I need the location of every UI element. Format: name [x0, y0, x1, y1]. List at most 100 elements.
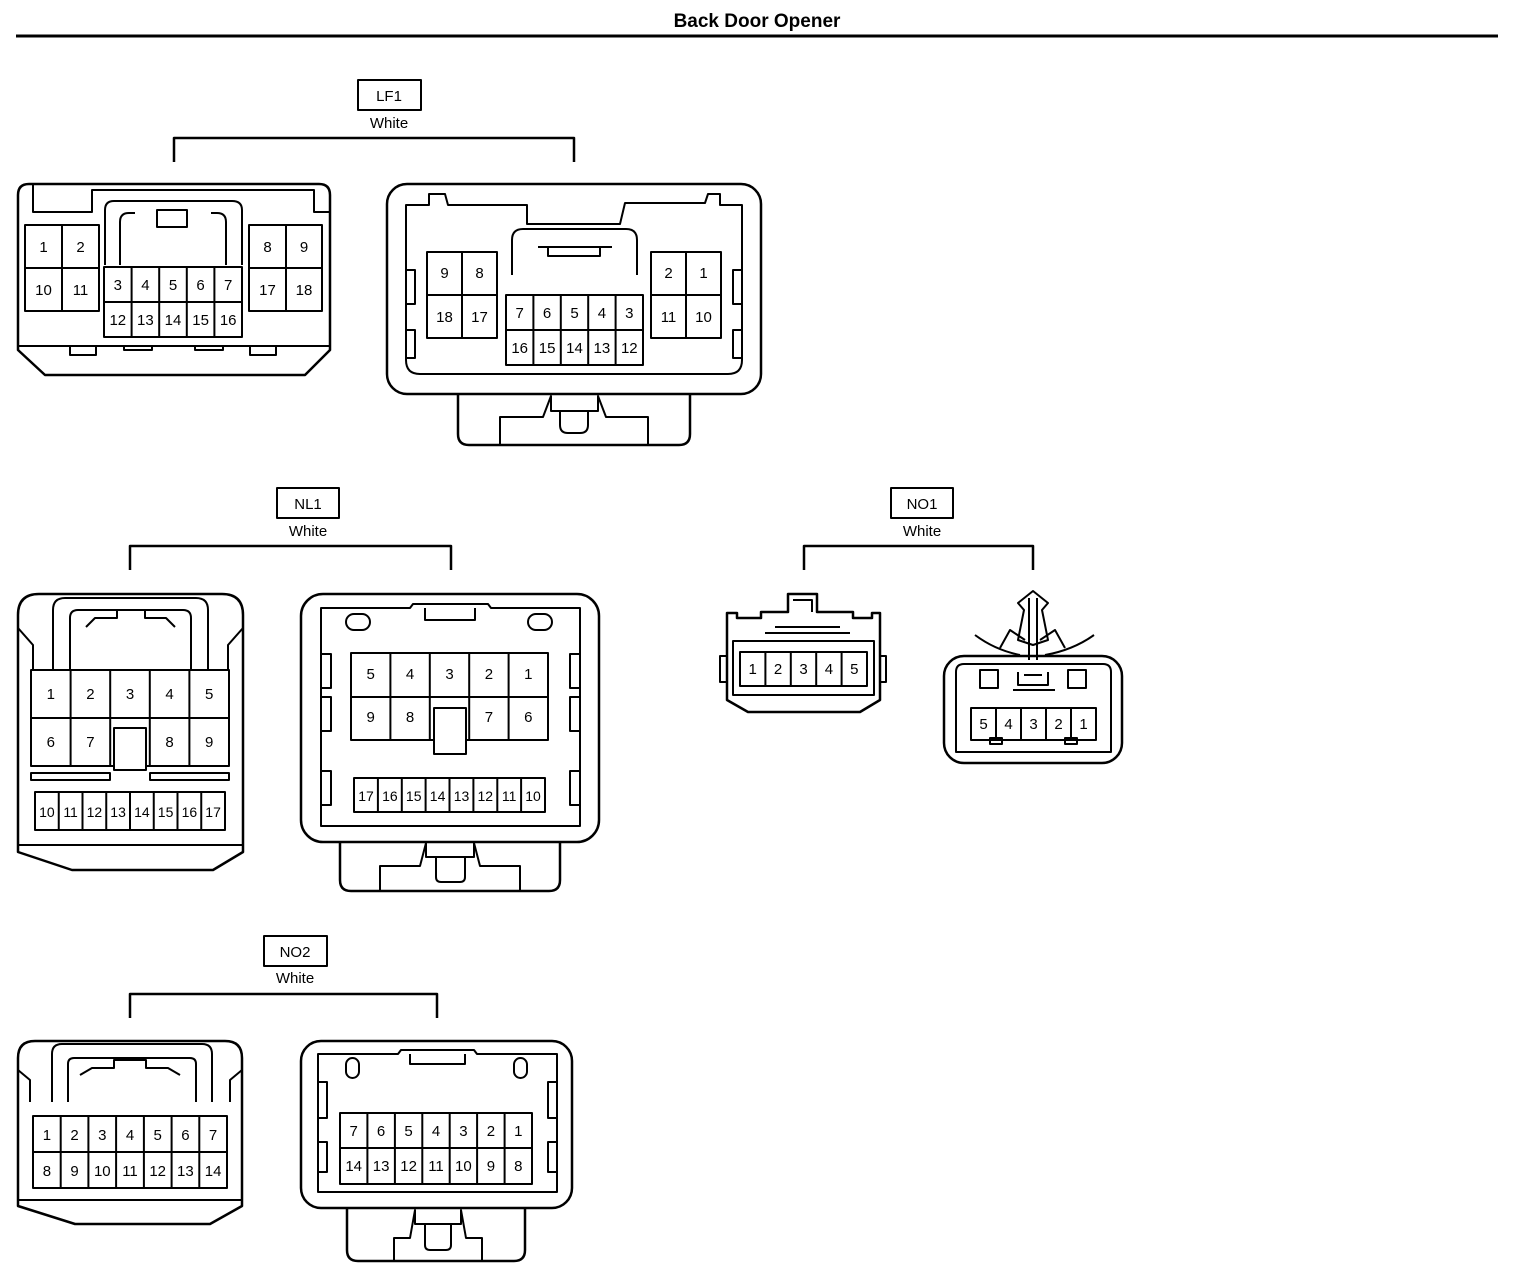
- pin-label: 13: [177, 1163, 194, 1180]
- divider-bar: [149, 772, 230, 781]
- connector-no2: NO2 White 1 2 3: [16, 935, 574, 1263]
- housing-outline: [16, 592, 245, 872]
- housing-outline: [16, 1039, 244, 1226]
- pin-label: 10: [525, 788, 541, 804]
- side-rib: [320, 653, 332, 689]
- pin-label: 1: [1079, 716, 1087, 733]
- pin-label: 3: [114, 277, 122, 294]
- pin-label: 9: [367, 709, 375, 726]
- pin-label: 6: [196, 277, 204, 294]
- locking-tab: [52, 597, 209, 670]
- pin-label: 18: [436, 309, 453, 326]
- pin-label: 2: [70, 1127, 78, 1144]
- housing-shoulder: [17, 1069, 243, 1102]
- pin-label: 5: [169, 277, 177, 294]
- pin-label: 16: [511, 340, 528, 357]
- pin-label: 14: [165, 312, 182, 329]
- pin-label: 14: [430, 788, 446, 804]
- housing-inner: [405, 193, 743, 375]
- lock-window: [979, 669, 999, 689]
- connector-code: NO1: [907, 496, 938, 513]
- connector-code: NO2: [280, 944, 311, 961]
- housing-flange: [719, 655, 887, 683]
- pin-label: 15: [539, 340, 556, 357]
- side-rib: [569, 696, 581, 732]
- connector-no1: NO1 White 1 2 3 4 5: [719, 487, 1124, 765]
- pin-label: 3: [126, 686, 134, 703]
- connector-nl1: NL1 White: [16, 487, 601, 893]
- pin-label: 16: [182, 804, 198, 820]
- pin-label: 17: [205, 804, 221, 820]
- pin-label: 11: [73, 282, 89, 299]
- connector-lf1-right: 9 8 18 17 2 1 11 10 7 6 5 4 3 16 15 14 1…: [385, 182, 763, 447]
- locking-tab: [51, 1043, 213, 1102]
- pin-label: 9: [440, 265, 448, 282]
- side-rib: [405, 269, 416, 305]
- key-notch: [989, 737, 1003, 745]
- pin-label: 13: [373, 1158, 390, 1175]
- latch: [409, 1054, 466, 1065]
- connector-code: LF1: [376, 88, 402, 105]
- side-rib: [317, 1141, 328, 1173]
- pin-label: 3: [98, 1127, 106, 1144]
- pin-label: 10: [35, 282, 52, 299]
- locking-tab-inner: [119, 212, 227, 265]
- housing-foot: [345, 1208, 527, 1263]
- connector-nl1-left: 1 2 3 4 5 6 7 8 9 10 11 12 13 14 15 16 1…: [16, 592, 245, 872]
- pin-label: 17: [358, 788, 374, 804]
- pin-label: 6: [543, 305, 551, 322]
- cavity-frame: [970, 707, 1097, 741]
- pin-label: 7: [209, 1127, 217, 1144]
- pin-label: 4: [598, 305, 606, 322]
- housing-outline: [299, 1039, 574, 1210]
- pin-label: 3: [1029, 716, 1037, 733]
- pin-label: 7: [86, 734, 94, 751]
- connector-no2-left: 1 2 3 4 5 6 7 8 9 10 11 12 13 14: [16, 1039, 244, 1226]
- pin-label: 5: [205, 686, 213, 703]
- housing-foot: [456, 394, 692, 447]
- foot-latch: [379, 842, 521, 891]
- latch: [538, 246, 612, 257]
- pin-label: 7: [224, 277, 232, 294]
- retainer-wings: [974, 590, 1095, 660]
- side-rib: [547, 1081, 558, 1119]
- housing-outline: [16, 182, 332, 377]
- pin-label: 10: [695, 309, 712, 326]
- connector-nl1-right: 5 4 3 2 1 9 8 7 6 17 16 15 14 13 12 11 1…: [299, 592, 601, 893]
- housing-foot: [338, 842, 562, 893]
- blank-cavity: [433, 707, 467, 755]
- pin-label: 6: [181, 1127, 189, 1144]
- connector-code-box: [890, 487, 954, 519]
- side-rib: [732, 329, 743, 359]
- connector-bracket: [128, 992, 439, 1018]
- pin-label: 2: [86, 686, 94, 703]
- mount-hole: [527, 613, 553, 631]
- blank-cavity: [113, 727, 147, 771]
- pin-label: 4: [165, 686, 173, 703]
- connector-code-box: [276, 487, 340, 519]
- pin-label: 16: [382, 788, 398, 804]
- pin-label: 7: [485, 709, 493, 726]
- pin-label: 7: [516, 305, 524, 322]
- connector-bracket: [172, 136, 576, 162]
- pin-label: 1: [43, 1127, 51, 1144]
- pin-label: 4: [1004, 716, 1012, 733]
- pin-label: 8: [263, 239, 271, 256]
- pin-label: 3: [459, 1123, 467, 1140]
- side-rib: [569, 770, 581, 806]
- pin-label: 17: [259, 282, 276, 299]
- divider-bar: [30, 772, 111, 781]
- pin-label: 8: [475, 265, 483, 282]
- housing-outline: [385, 182, 763, 396]
- side-rib: [320, 696, 332, 732]
- pin-label: 1: [699, 265, 707, 282]
- connector-bracket: [802, 544, 1035, 570]
- pin-label: 11: [122, 1163, 138, 1180]
- connector-color: White: [276, 970, 314, 987]
- pin-label: 3: [799, 661, 807, 678]
- locking-tab-inner: [67, 1057, 197, 1102]
- pin-label: 5: [570, 305, 578, 322]
- pin-label: 3: [625, 305, 633, 322]
- latch: [424, 608, 476, 621]
